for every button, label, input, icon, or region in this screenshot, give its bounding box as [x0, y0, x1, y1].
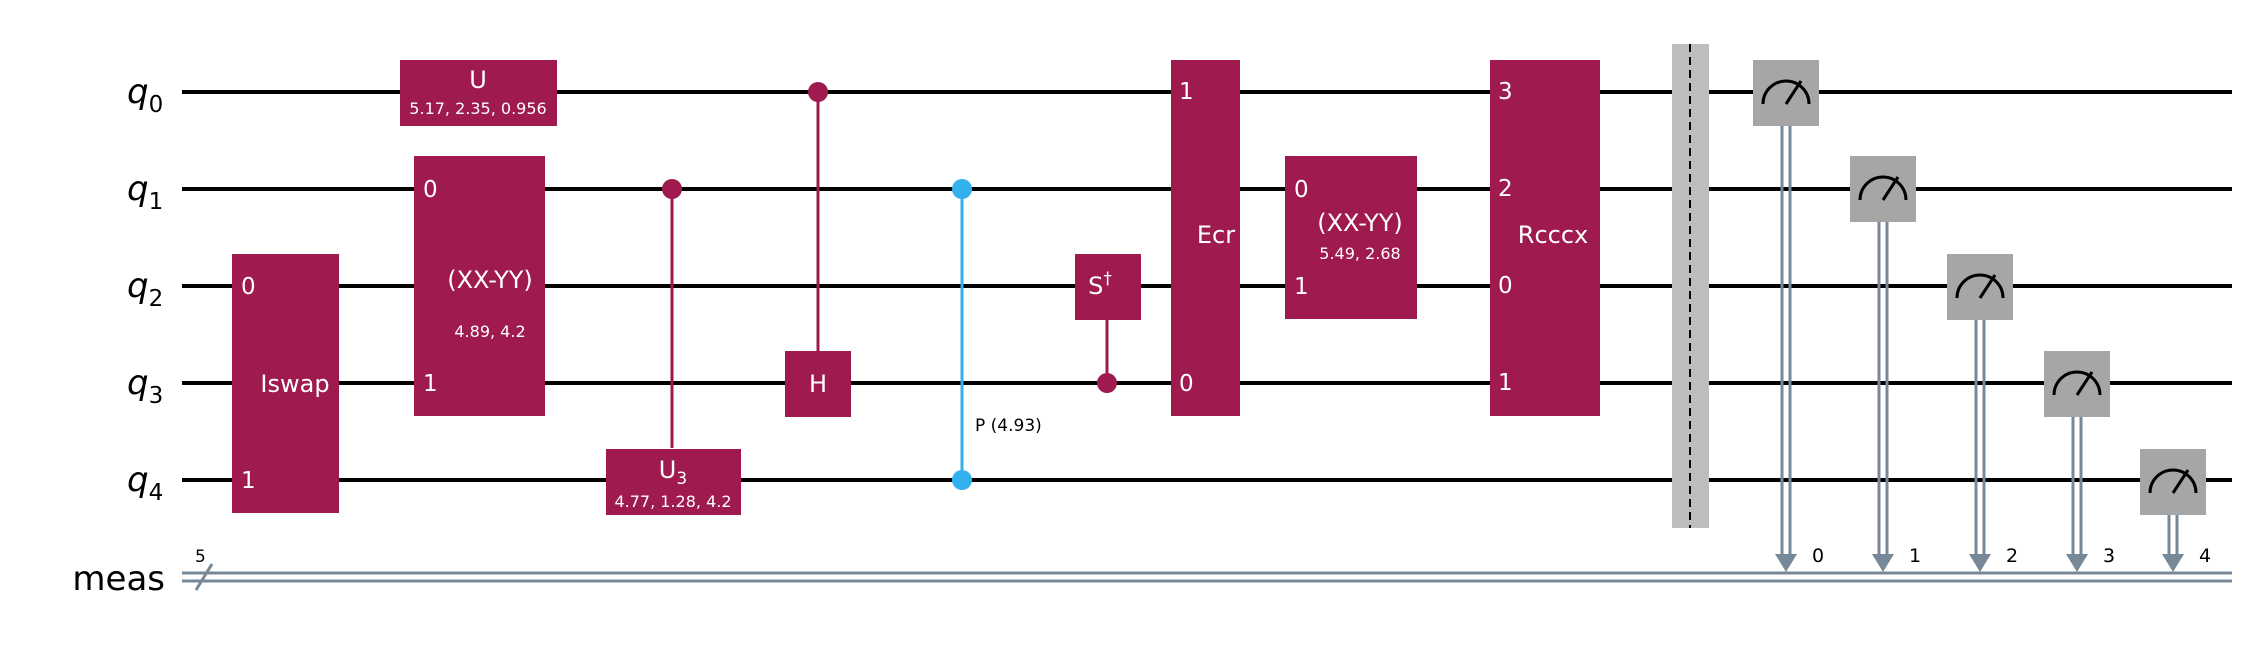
- barrier: [1672, 44, 1709, 528]
- xxyy-gate-1-port-1: 1: [423, 371, 438, 397]
- qubit-label-q3: q3: [127, 363, 163, 409]
- classical-register-size: 5: [195, 547, 206, 567]
- meter-needle: [1881, 176, 1900, 201]
- measure-target-label: 0: [1812, 545, 1824, 567]
- measure-q1: 1: [1850, 156, 1921, 572]
- qubit-label-q2: q2: [127, 266, 163, 312]
- measure-box: [2140, 449, 2206, 515]
- meter-icon: [2052, 370, 2102, 396]
- ecr-port-q3: 0: [1179, 371, 1194, 397]
- h-gate-box: [785, 351, 851, 417]
- rcccx-port-q0: 3: [1498, 79, 1513, 105]
- ecr-gate-label: Ecr: [1197, 221, 1235, 249]
- qubit-label-q1: q1: [127, 169, 163, 215]
- classical-wire: 5: [182, 547, 2232, 591]
- controlled-h-gate: H: [785, 82, 851, 417]
- measure-arrow: [2066, 554, 2088, 572]
- xxyy-gate-2-box: [1285, 156, 1417, 319]
- xxyy-gate-2: (XX-YY) 5.49, 2.68 0 1: [1285, 156, 1417, 319]
- iswap-gate-label: Iswap: [260, 370, 329, 398]
- measure-q2: 2: [1947, 254, 2018, 572]
- u-gate: U 5.17, 2.35, 0.956: [400, 60, 557, 126]
- iswap-port-0: 0: [241, 274, 256, 300]
- measure-target-label: 4: [2199, 545, 2211, 567]
- qubit-labels: q0 q1 q2 q3 q4 meas: [72, 72, 165, 599]
- xxyy-gate-1-box: [414, 156, 545, 416]
- measure-target-label: 2: [2006, 545, 2018, 567]
- ecr-gate: Ecr 1 0: [1171, 60, 1240, 416]
- measure-arrow: [1775, 554, 1797, 572]
- u-gate-label: U: [469, 66, 487, 94]
- measure-q4: 4: [2140, 449, 2211, 572]
- u-gate-params: 5.17, 2.35, 0.956: [409, 99, 546, 118]
- measure-target-label: 1: [1909, 545, 1921, 567]
- xxyy-gate-2-label: (XX-YY): [1317, 209, 1403, 237]
- meter-needle: [2171, 469, 2190, 494]
- iswap-gate: Iswap 0 1: [232, 254, 339, 513]
- qubit-label-q4: q4: [127, 460, 163, 506]
- meter-needle: [1784, 80, 1803, 105]
- measure-q3: 3: [2044, 351, 2115, 572]
- cp-dot-q1: [952, 179, 972, 199]
- measure-arrow: [1872, 554, 1894, 572]
- measure-arrow: [2162, 554, 2184, 572]
- meter-needle: [2075, 371, 2094, 396]
- u3-gate-box: [606, 449, 741, 515]
- ch-control-dot: [808, 82, 828, 102]
- measure-box: [2044, 351, 2110, 417]
- measure-box: [1850, 156, 1916, 222]
- iswap-gate-box: [232, 254, 339, 513]
- xxyy-gate-2-port-1: 1: [1294, 274, 1309, 300]
- rcccx-gate-box: [1490, 60, 1600, 416]
- ecr-gate-box: [1171, 60, 1240, 416]
- rcccx-port-q2: 0: [1498, 273, 1513, 299]
- measure-target-label: 3: [2103, 545, 2115, 567]
- controlled-u3-gate: U3 4.77, 1.28, 4.2: [606, 179, 741, 515]
- sdg-gate-label: S†: [1088, 269, 1112, 300]
- meter-icon: [1858, 175, 1908, 201]
- sdg-gate-box: [1075, 254, 1141, 320]
- xxyy-gate-1-port-0: 0: [423, 177, 438, 203]
- rcccx-gate-label: Rcccx: [1518, 221, 1588, 249]
- cp-gate-params: P (4.93): [975, 416, 1042, 436]
- rcccx-port-q1: 2: [1498, 176, 1513, 202]
- csdg-control-dot: [1097, 373, 1117, 393]
- u3-gate-params: 4.77, 1.28, 4.2: [614, 492, 731, 511]
- xxyy-gate-1-params: 4.89, 4.2: [454, 322, 525, 341]
- u-gate-box: [400, 60, 557, 126]
- measure-box: [1753, 60, 1819, 126]
- meter-needle: [1978, 274, 1997, 299]
- meter-icon: [2148, 468, 2198, 494]
- measure-q0: 0: [1753, 60, 1824, 572]
- qubit-label-q0: q0: [127, 72, 163, 118]
- meter-icon: [1955, 273, 2005, 299]
- iswap-port-1: 1: [241, 468, 256, 494]
- cu3-control-dot: [662, 179, 682, 199]
- xxyy-gate-1: (XX-YY) 4.89, 4.2 0 1: [414, 156, 545, 416]
- measure-arrow: [1969, 554, 1991, 572]
- classical-register-label: meas: [72, 559, 165, 599]
- cp-dot-q4: [952, 470, 972, 490]
- xxyy-gate-2-port-0: 0: [1294, 177, 1309, 203]
- meter-icon: [1761, 79, 1811, 105]
- u3-gate-label: U3: [659, 456, 687, 489]
- ecr-port-q0: 1: [1179, 79, 1194, 105]
- bus-slash: [194, 563, 214, 591]
- controlled-sdg-gate: S†: [1075, 254, 1141, 393]
- h-gate-label: H: [809, 370, 827, 398]
- controlled-phase-gate: P (4.93): [952, 179, 1042, 490]
- rcccx-gate: Rcccx 3 2 0 1: [1490, 60, 1600, 416]
- rcccx-port-q3: 1: [1498, 370, 1513, 396]
- measurements: 0 1 2 3: [1753, 60, 2211, 572]
- xxyy-gate-1-label: (XX-YY): [447, 266, 533, 294]
- measure-box: [1947, 254, 2013, 320]
- xxyy-gate-2-params: 5.49, 2.68: [1319, 244, 1400, 263]
